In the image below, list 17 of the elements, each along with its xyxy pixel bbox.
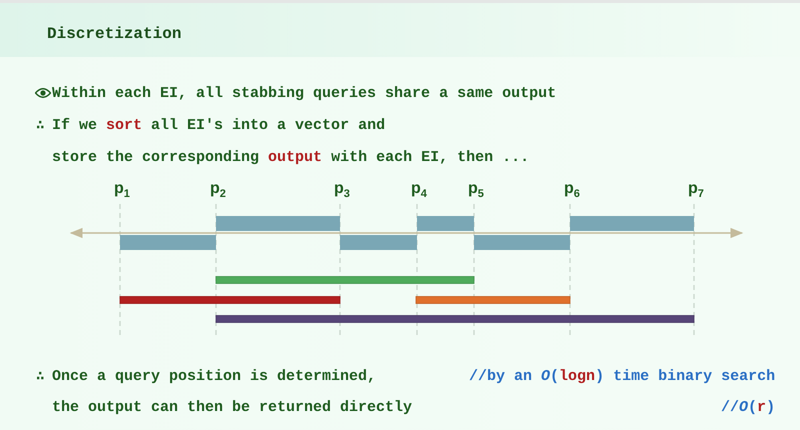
point-label: p$_{3}$ bbox=[334, 178, 350, 202]
point-label: p$_{7}$ bbox=[688, 178, 704, 202]
point-label: p$_{1}$ bbox=[114, 178, 130, 202]
body-text: If we sort all EI's into a vector and bbox=[52, 116, 386, 134]
slide-title: Discretization bbox=[47, 24, 182, 44]
point-label: p$_{2}$ bbox=[210, 178, 226, 202]
point-label: p$_{4}$ bbox=[411, 178, 427, 202]
therefore-symbol: ∴ bbox=[36, 368, 44, 384]
body-text: Within each EI, all stabbing queries share a same output bbox=[52, 84, 556, 102]
body-text: store the corresponding output with each EI, then ... bbox=[52, 148, 530, 166]
code-comment: //by an O(logn) time binary search bbox=[469, 368, 776, 384]
point-label: p$_{5}$ bbox=[468, 178, 484, 202]
point-label: p$_{6}$ bbox=[564, 178, 580, 202]
body-text: the output can then be returned directly bbox=[52, 398, 412, 416]
therefore-symbol: ∴ bbox=[36, 117, 44, 133]
body-text: Once a query position is determined, bbox=[52, 368, 376, 384]
code-comment: //O(r) bbox=[721, 398, 776, 416]
